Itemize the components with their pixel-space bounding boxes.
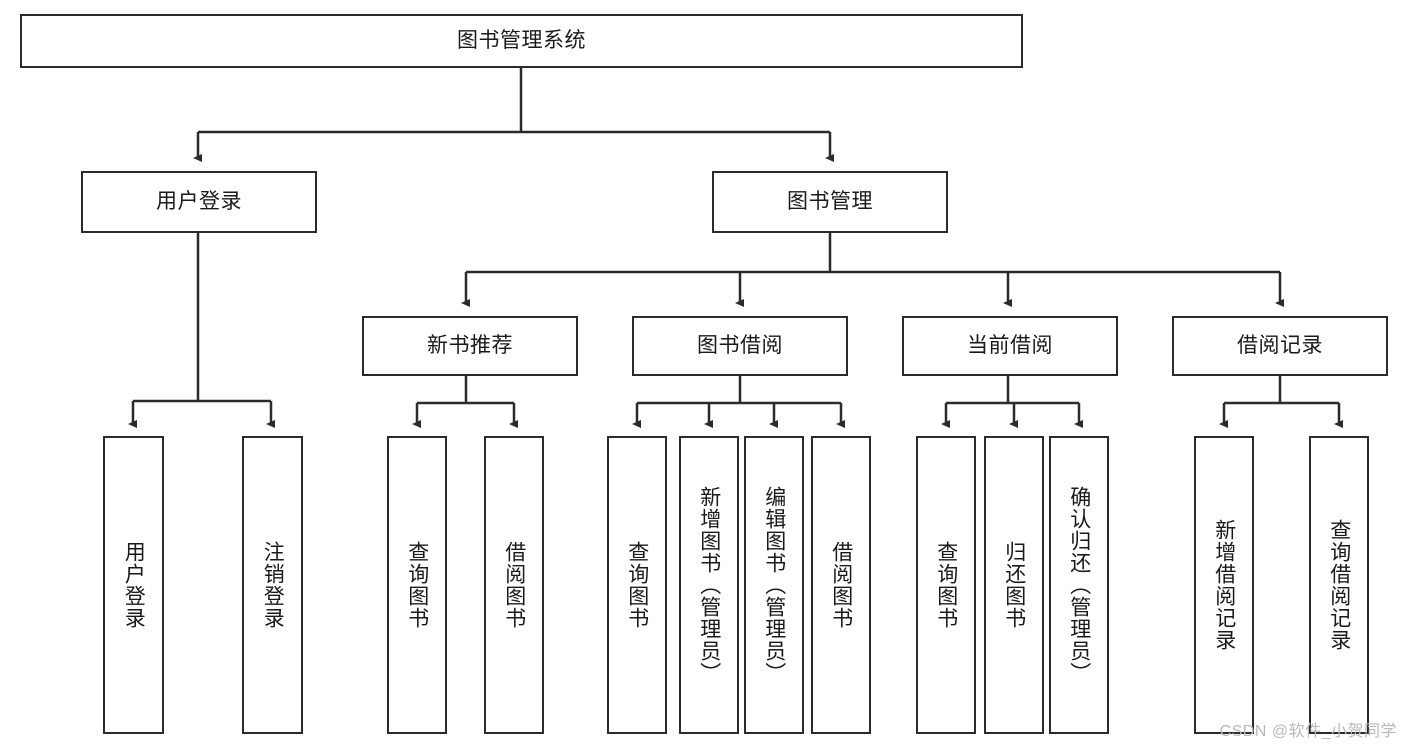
node-borrow-record[interactable]: 借阅记录 [1172,316,1388,376]
node-leaf-add-book-admin[interactable]: 新增图书（管理员） [679,436,739,734]
node-user-login[interactable]: 用户登录 [81,171,317,233]
node-leaf-borrow-book[interactable]: 借阅图书 [811,436,871,734]
node-leaf-user-login[interactable]: 用户登录 [103,436,164,734]
node-book-management-label: 图书管理 [787,190,873,214]
node-leaf-borrow-book-recommend[interactable]: 借阅图书 [484,436,544,734]
node-leaf-borrow-book-recommend-label: 借阅图书 [502,541,526,629]
node-leaf-query-book-recommend-label: 查询图书 [405,541,429,629]
node-leaf-query-book-borrow[interactable]: 查询图书 [607,436,667,734]
node-leaf-edit-book-admin-label: 编辑图书（管理员） [762,486,786,684]
node-leaf-query-book-current[interactable]: 查询图书 [916,436,976,734]
csdn-watermark: CSDN @软件_小贺同学 [1219,723,1397,740]
node-leaf-add-borrow-record-label: 新增借阅记录 [1212,519,1236,651]
node-book-management[interactable]: 图书管理 [712,171,948,233]
node-borrow-record-label: 借阅记录 [1237,334,1323,358]
node-book-borrow-label: 图书借阅 [697,334,783,358]
node-leaf-query-book-borrow-label: 查询图书 [625,541,649,629]
node-leaf-user-login-label: 用户登录 [122,541,146,629]
node-leaf-confirm-return-admin[interactable]: 确认归还（管理员） [1049,436,1109,734]
node-leaf-query-borrow-record[interactable]: 查询借阅记录 [1309,436,1369,734]
node-leaf-logout[interactable]: 注销登录 [242,436,303,734]
node-new-book-recommend[interactable]: 新书推荐 [362,316,578,376]
node-leaf-edit-book-admin[interactable]: 编辑图书（管理员） [744,436,804,734]
node-leaf-logout-label: 注销登录 [261,541,285,629]
node-current-borrow-label: 当前借阅 [967,334,1053,358]
node-leaf-query-borrow-record-label: 查询借阅记录 [1327,519,1351,651]
node-leaf-query-book-current-label: 查询图书 [934,541,958,629]
node-root[interactable]: 图书管理系统 [20,14,1023,68]
node-user-login-label: 用户登录 [156,190,242,214]
node-leaf-confirm-return-admin-label: 确认归还（管理员） [1067,486,1091,684]
node-leaf-return-book-label: 归还图书 [1002,541,1026,629]
node-leaf-query-book-recommend[interactable]: 查询图书 [387,436,447,734]
node-root-label: 图书管理系统 [457,29,586,53]
node-new-book-recommend-label: 新书推荐 [427,334,513,358]
node-leaf-add-borrow-record[interactable]: 新增借阅记录 [1194,436,1254,734]
node-leaf-borrow-book-label: 借阅图书 [829,541,853,629]
node-leaf-add-book-admin-label: 新增图书（管理员） [697,486,721,684]
node-book-borrow[interactable]: 图书借阅 [632,316,848,376]
node-leaf-return-book[interactable]: 归还图书 [984,436,1044,734]
node-current-borrow[interactable]: 当前借阅 [902,316,1118,376]
